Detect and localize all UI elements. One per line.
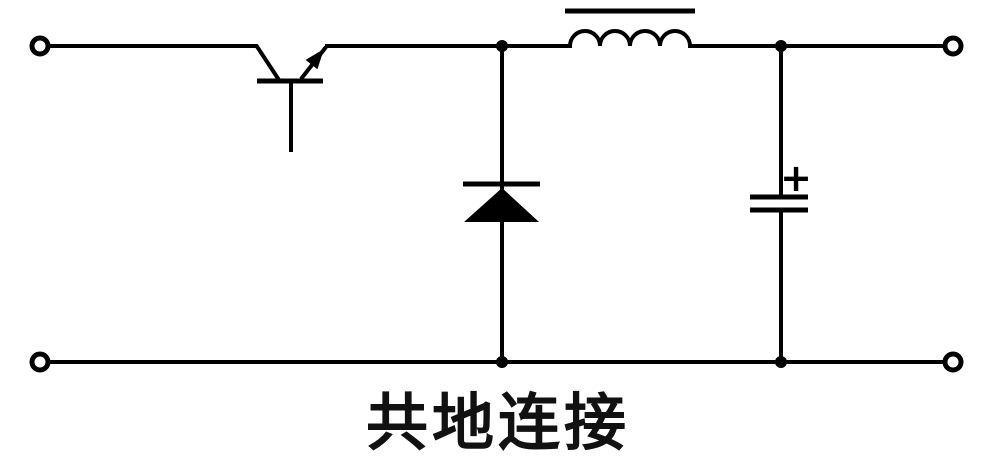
junction-dot-output-node [775,40,787,52]
emitter-arrow-icon [305,49,324,70]
diode-symbol [463,46,540,362]
inductor-windings [568,29,692,47]
transistor-collector-lead [254,43,281,82]
junction-dot-capacitor-ground [775,356,787,368]
diagram-caption: 共地连接 [365,386,630,459]
capacitor-symbol: + [750,46,812,362]
junction-dot-switch-node [496,40,508,52]
input-terminal-bottom [29,351,51,373]
junction-dot-diode-ground [496,356,508,368]
inductor-symbol [565,8,695,47]
diode-anode-triangle [464,188,539,222]
output-terminal-bottom [942,351,964,373]
transistor-symbol [254,43,328,152]
input-terminal-top [29,35,51,57]
capacitor-plus-polarity-mark: + [780,156,812,200]
output-terminal-top [942,35,964,57]
